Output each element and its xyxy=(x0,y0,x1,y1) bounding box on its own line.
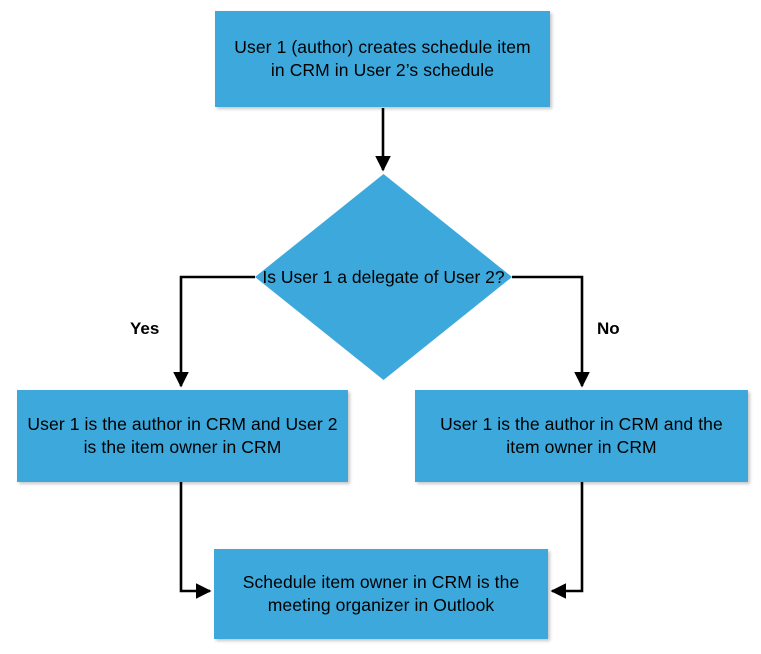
node-yes-branch[interactable]: User 1 is the author in CRM and User 2 i… xyxy=(17,390,348,482)
node-end[interactable]: Schedule item owner in CRM is the meetin… xyxy=(214,549,548,639)
edge-label-yes: Yes xyxy=(130,319,160,338)
node-decision-label: Is User 1 a delegate of User 2? xyxy=(262,266,505,287)
node-no-branch[interactable]: User 1 is the author in CRM and the item… xyxy=(415,390,748,482)
node-yes-branch-label: User 1 is the author in CRM and User 2 i… xyxy=(27,414,338,457)
connector-decision-yes xyxy=(173,275,255,388)
connector-yes-to-end xyxy=(179,482,212,599)
diamond-shape-icon xyxy=(255,174,512,380)
node-start[interactable]: User 1 (author) creates schedule item in… xyxy=(215,11,550,107)
connector-no-to-end xyxy=(550,482,584,599)
node-no-branch-label: User 1 is the author in CRM and the item… xyxy=(440,414,723,457)
node-decision[interactable]: Is User 1 a delegate of User 2? xyxy=(255,174,512,380)
edge-label-no: No xyxy=(597,319,620,338)
connector-decision-no xyxy=(512,275,590,388)
node-end-label: Schedule item owner in CRM is the meetin… xyxy=(242,572,520,615)
node-start-label: User 1 (author) creates schedule item in… xyxy=(234,37,531,80)
